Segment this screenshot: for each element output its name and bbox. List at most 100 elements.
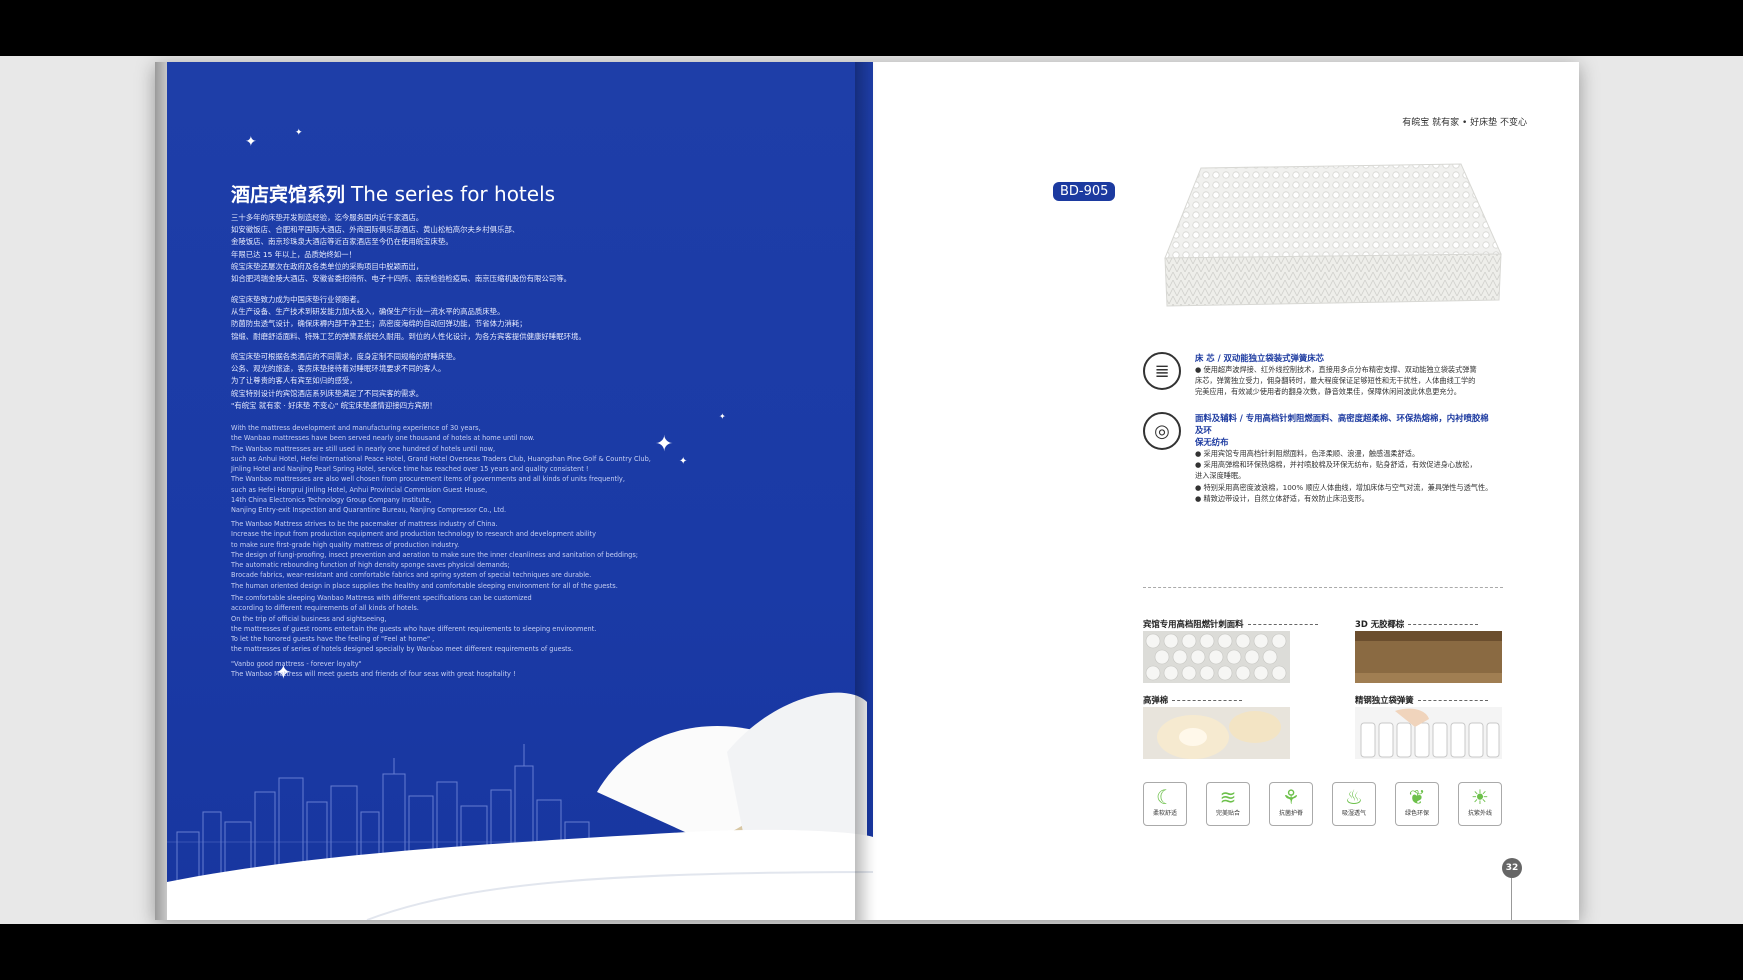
badge-label: 抗菌护脊 [1278,810,1303,817]
text-line: 床芯，弹簧独立受力，佣身翻转时，最大程度保证足够短性和无干扰性，人体曲线工学的 [1195,376,1476,386]
en-paragraph-4: "Vanbo good mattress - forever loyalty" … [231,659,516,680]
slogan: 有皖宝 就有家 • 好床垫 不变心 [1402,118,1527,128]
breath-icon: ♨ [1345,785,1363,809]
text-line: 皖宝特别设计的宾馆酒店系列床垫满足了不同宾客的需求。 [231,388,424,398]
sparkle-icon: ✦ [719,412,726,421]
title-zh: 酒店宾馆系列 [231,184,346,206]
badge-breathable: ♨ 吸湿透气 [1332,782,1376,826]
right-page: 有皖宝 就有家 • 好床垫 不变心 BD-905 ≣ 床 芯 / 双动能独立袋装… [873,62,1579,920]
moon-icon: ☾ [1156,785,1174,809]
text-line: 皖宝床垫可根据各类酒店的不同需求，度身定制不同规格的舒睡床垫。 [231,352,461,361]
text-line: The comfortable sleeping Wanbao Mattress… [231,594,532,602]
text-line: 皖宝床垫还屡次在政府及各类单位的采购项目中脱颖而出， [231,261,424,271]
leaf-icon: ❦ [1408,785,1426,809]
text-line: 从生产设备、生产技术到研发能力加大投入，确保生产行业一流水平的高品质床垫。 [231,307,505,317]
text-line: such as Anhui Hotel, Hefei International… [231,454,651,463]
text-line: "Vanbo good mattress - forever loyalty" [231,660,362,668]
text-line: The automatic rebounding function of hig… [231,561,510,570]
text-line: The Wanbao mattresses are still used in … [231,444,496,453]
text-line: 如合肥鸿瑞金陵大酒店、安徽省委招待所、电子十四所、南京检验检疫局、南京压缩机股份… [231,274,571,284]
spring-sample-image [1355,707,1502,759]
bottom-letterbox [0,924,1743,980]
spine-icon: ⚘ [1282,785,1300,809]
zh-paragraph-3: 皖宝床垫可根据各类酒店的不同需求，度身定制不同规格的舒睡床垫。 公务、观光的旅途… [231,351,460,412]
page-number-line [1511,878,1512,920]
text-line: 进入深度睡眠。 [1195,471,1246,481]
material-label: 宾馆专用高档阻燃针刺面料 [1143,618,1318,630]
badge-soft: ☾ 柔软舒适 [1143,782,1187,826]
text-line: 公务、观光的旅途，客房床垫接待着对睡眠环境要求不同的客人。 [231,364,446,374]
foam-sample-image [1143,707,1290,759]
text-line: ● 采用高弹棉和环保热熔棉，并衬喷胶棉及环保无纺布，贴身舒适，有效促进身心放松， [1195,460,1477,470]
text-line: "有皖宝 就有家 · 好床垫 不变心" 皖宝床垫盛情迎接四方宾朋！ [231,400,437,410]
text-line: 年限已达 15 年以上，品质始终如一！ [231,249,356,259]
text-line: ● 采用宾馆专用高档针刺阻燃面料，色泽柔顺、浪漫，触感温柔舒适。 [1195,449,1420,458]
text-line: 面料及辅料 / 专用高档针刺阻燃面料、高密度超柔棉、环保热熔棉，内衬喷胶棉及环 [1195,413,1489,435]
badge-label: 柔软舒适 [1152,810,1177,817]
text-line: The design of fungi-proofing, insect pre… [231,550,639,559]
layers-icon: ≣ [1143,352,1181,390]
zh-paragraph-2: 皖宝床垫致力成为中国床垫行业领跑者。 从生产设备、生产技术到研发能力加大投入，确… [231,294,586,343]
text-line: 三十多年的床垫开发制造经验，迄今服务国内近千家酒店。 [231,213,424,222]
sparkle-icon: ✦ [295,128,303,138]
material-label: 3D 无胶椰棕 [1355,618,1478,630]
section-divider [1143,587,1503,588]
badge-fit: ≋ 完美贴合 [1206,782,1250,826]
badge-label: 完美贴合 [1215,810,1240,817]
badge-eco: ❦ 绿色环保 [1395,782,1439,826]
coir-sample-image [1355,631,1502,683]
sparkle-icon: ✦ [679,456,688,467]
text-line: to make sure first-grade high quality ma… [231,540,460,549]
badge-uv: ☀ 抗紫外线 [1458,782,1502,826]
text-line: 保无纺布 [1195,437,1229,447]
title-en: The series for hotels [351,182,556,206]
model-badge: BD-905 [1053,182,1116,201]
badge-spine: ⚘ 抗菌护脊 [1269,782,1313,826]
text-line: 14th China Electronics Technology Group … [231,496,432,505]
top-letterbox [0,0,1743,56]
text-line: To let the honored guests have the feeli… [231,635,435,644]
sun-icon: ☀ [1471,785,1489,809]
badge-label: 吸湿透气 [1341,810,1366,817]
en-paragraph-2: The Wanbao Mattress strives to be the pa… [231,519,638,591]
sparkle-icon: ✦ [655,432,674,457]
material-label: 高弹棉 [1143,694,1242,706]
text-line: Increase the input from production equip… [231,530,597,539]
skyline-bed-illustration [167,692,873,920]
fabric-roll-icon: ◎ [1143,412,1181,450]
text-line: The Wanbao mattresses are also well chos… [231,475,625,484]
fabric-sample-image [1143,631,1290,683]
en-paragraph-1: With the mattress development and manufa… [231,423,651,516]
text-line: the Wanbao mattresses have been served n… [231,434,535,443]
text-line: ● 特别采用高密度波浪棉，100% 顺应人体曲线，增加床体与空气对流，兼具弹性与… [1195,482,1493,492]
sparkle-icon: ✦ [245,134,257,150]
text-line: 如安徽饭店、合肥和平国际大酒店、外商国际俱乐部酒店、黄山松柏高尔夫乡村俱乐部、 [231,225,520,235]
text-line: the mattresses of guest rooms entertain … [231,624,597,633]
text-line: 皖宝床垫致力成为中国床垫行业领跑者。 [231,295,365,304]
text-line: Nanjing Entry-exit Inspection and Quaran… [231,506,507,515]
text-line: 防菌防虫透气设计，确保床褥内部干净卫生；高密度海绵的自动回弹功能，节省体力消耗； [231,319,527,329]
text-line: according to different requirements of a… [231,604,419,613]
text-line: 完美应用，有效减少使用者的翻身次数，静音效果佳，保障休闲间波此休息更充分。 [1195,387,1461,397]
material-label: 精钢独立袋弹簧 [1355,694,1488,706]
badge-label: 绿色环保 [1404,810,1429,817]
text-line: The human oriented design in place suppl… [231,581,618,590]
text-line: 为了让尊贵的客人有宾至如归的感受， [231,376,357,386]
wave-icon: ≋ [1219,785,1237,809]
text-line: ● 精致边带设计，自然立体舒适，有效防止床沿变形。 [1195,493,1369,503]
text-line: 锦缎、耐磨舒适面料、特殊工艺的弹簧系统经久耐用。到位的人性化设计，为各方宾客提供… [231,331,586,341]
text-line: Brocade fabrics, wear-resistant and comf… [231,571,592,580]
en-paragraph-3: The comfortable sleeping Wanbao Mattress… [231,593,596,655]
text-line: the mattresses of series of hotels desig… [231,645,574,654]
mattress-product-image [1164,163,1502,307]
text-line: On the trip of official business and sig… [231,614,387,623]
text-line: With the mattress development and manufa… [231,424,481,432]
page-edge [155,62,167,920]
text-line: 金陵饭店、南京珍珠泉大酒店等近百家酒店至今仍在使用皖宝床垫。 [231,237,453,247]
text-line: The Wanbao Mattress strives to be the pa… [231,520,498,528]
text-line: such as Hefei Hongrui Jinling Hotel, Anh… [231,485,488,494]
badge-label: 抗紫外线 [1467,810,1492,817]
